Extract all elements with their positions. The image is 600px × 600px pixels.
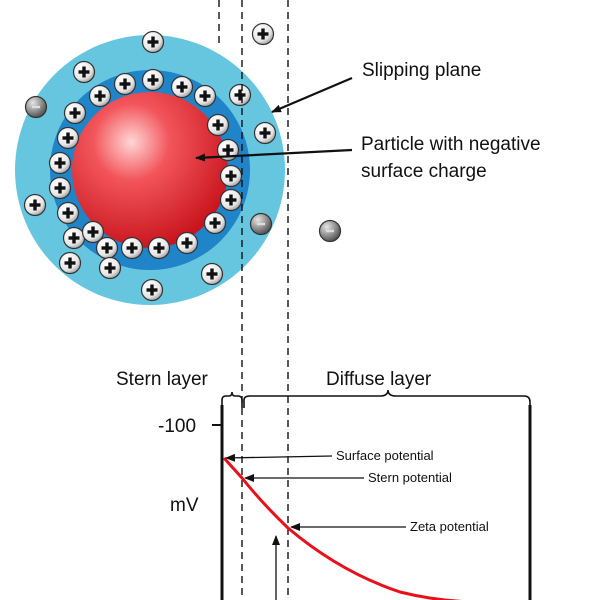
positive-ion <box>193 84 217 108</box>
surface-potential-label: Surface potential <box>336 448 434 463</box>
callouts <box>195 76 353 162</box>
positive-ion <box>95 236 119 260</box>
positive-ion <box>251 22 275 46</box>
slipping-plane-label: Slipping plane <box>362 60 481 81</box>
positive-ion <box>48 151 72 175</box>
negative-ion <box>318 219 342 243</box>
particle-core <box>72 92 228 248</box>
particle-label-line1: Particle with negative <box>361 134 541 155</box>
surface-potential-arrow <box>225 453 333 462</box>
positive-ion <box>206 113 230 137</box>
positive-ion <box>23 193 47 217</box>
positive-ion <box>219 188 243 212</box>
positive-ion <box>203 211 227 235</box>
positive-ion <box>62 226 86 250</box>
positive-ion <box>147 236 171 260</box>
particle-arrow <box>195 148 353 162</box>
axis-unit-label: mV <box>170 495 199 516</box>
positive-ion <box>88 84 112 108</box>
positive-ion <box>141 30 165 54</box>
potential-curve <box>222 456 463 600</box>
stern-layer-label: Stern layer <box>116 369 209 390</box>
potential-plot: -100 mV Surface potential Stern potentia… <box>158 405 532 600</box>
positive-ion <box>56 126 80 150</box>
positive-ion <box>140 278 164 302</box>
positive-ion <box>120 236 144 260</box>
layer-braces <box>221 389 531 410</box>
positive-ion <box>56 201 80 225</box>
axis-value-label: -100 <box>158 416 196 437</box>
stern-potential-label: Stern potential <box>368 470 452 485</box>
positive-ion <box>98 256 122 280</box>
slipping-plane-arrow <box>271 76 353 114</box>
diffuse-layer-label: Diffuse layer <box>326 369 432 390</box>
positive-ion <box>170 75 194 99</box>
negative-ion <box>24 95 48 119</box>
positive-ion <box>113 72 137 96</box>
stern-brace <box>221 391 243 408</box>
positive-ion <box>81 220 105 244</box>
positive-ion <box>58 251 82 275</box>
positive-ion <box>72 60 96 84</box>
positive-ion <box>48 176 72 200</box>
positive-ion <box>175 231 199 255</box>
zeta-potential-label: Zeta potential <box>410 519 489 534</box>
plane-lines <box>218 0 289 600</box>
positive-ion <box>253 121 277 145</box>
positive-ion <box>141 68 165 92</box>
positive-ion <box>219 164 243 188</box>
ion-group <box>23 22 342 302</box>
positive-ion <box>228 83 252 107</box>
positive-ion <box>63 101 87 125</box>
positive-ion <box>200 262 224 286</box>
diffuse-brace <box>243 389 531 410</box>
negative-ion <box>249 212 273 236</box>
particle-label-line2: surface charge <box>361 161 487 182</box>
